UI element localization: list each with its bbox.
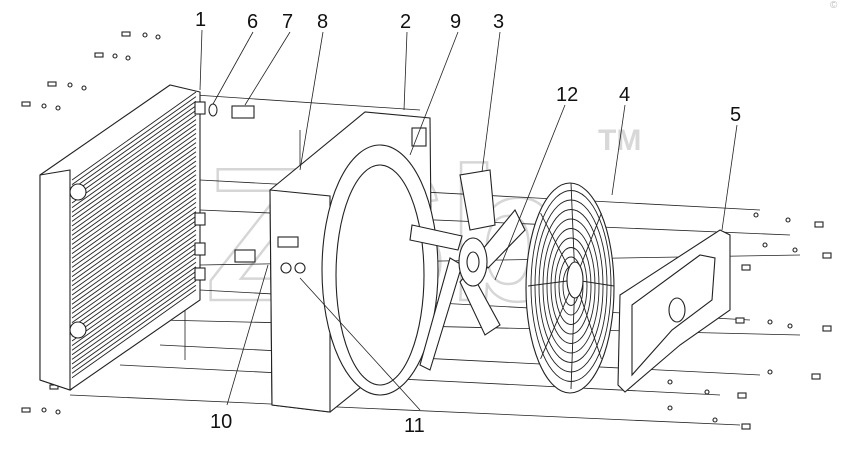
radiator-fin <box>71 271 197 360</box>
radiator-fin <box>71 188 197 277</box>
radiator-fin <box>71 261 197 351</box>
radiator-fin <box>71 114 197 204</box>
radiator-fin <box>71 211 197 300</box>
radiator-fin <box>71 91 197 181</box>
radiator-fin <box>71 197 197 287</box>
callout-7: 7 <box>282 11 293 33</box>
radiator-fin <box>71 252 197 342</box>
radiator-fin <box>71 183 197 273</box>
radiator-fin <box>71 160 197 250</box>
radiator-fin <box>71 174 197 264</box>
radiator-fin <box>71 206 197 296</box>
radiator-fin <box>71 105 197 195</box>
radiator-fin <box>71 229 197 319</box>
screw-set-right <box>667 212 832 430</box>
radiator-fin <box>71 133 197 222</box>
guard-ring <box>554 247 588 325</box>
radiator-fin <box>71 165 197 254</box>
screw <box>21 407 61 415</box>
radiator-fin <box>71 225 197 314</box>
screw <box>121 31 161 40</box>
guard-ring <box>534 199 608 373</box>
radiator-fin <box>71 220 197 310</box>
radiator-fin <box>71 137 197 227</box>
radiator-fin <box>71 128 197 218</box>
corner-mark: © <box>830 0 838 11</box>
callout-3: 3 <box>493 11 504 33</box>
screw <box>21 101 61 111</box>
screw <box>667 405 751 430</box>
guard-ring <box>538 209 604 363</box>
radiator-fin <box>71 192 197 282</box>
guard-ring <box>550 237 592 335</box>
radiator-fin <box>71 96 197 185</box>
radiator-fin <box>71 151 197 241</box>
radiator-fin <box>71 146 197 236</box>
radiator-fin <box>71 119 197 208</box>
radiator-fin <box>71 257 197 346</box>
screw <box>94 52 131 61</box>
radiator-fin <box>71 234 197 323</box>
radiator <box>39 84 206 391</box>
radiator-fin <box>71 100 197 190</box>
fan-shroud <box>269 111 439 413</box>
callout-6: 6 <box>247 11 258 33</box>
screw <box>735 317 745 324</box>
radiator-fin <box>71 142 197 231</box>
radiator-fin <box>71 289 197 379</box>
screw <box>47 81 87 91</box>
callout-labels: 1 6 7 8 2 9 3 12 4 5 10 11 <box>195 9 741 437</box>
callout-5: 5 <box>730 104 741 126</box>
callout-11: 11 <box>404 415 425 437</box>
radiator-fin <box>71 243 197 333</box>
radiator-fin <box>71 284 197 374</box>
radiator-fin <box>71 275 197 365</box>
callout-4: 4 <box>619 84 630 106</box>
screw <box>762 242 832 259</box>
radiator-fin <box>71 238 197 328</box>
fan-guard <box>525 182 615 394</box>
radiator-fin <box>71 156 197 245</box>
radiator-fin <box>71 123 197 213</box>
radiator-fins <box>71 91 197 379</box>
callout-1: 1 <box>195 9 206 31</box>
radiator-fin <box>71 266 197 356</box>
callout-2: 2 <box>400 11 411 33</box>
screw <box>667 379 747 399</box>
callout-12: 12 <box>556 84 578 106</box>
guard-ring <box>542 218 600 354</box>
radiator-fin <box>71 179 197 268</box>
radiator-fin <box>71 215 197 305</box>
radiator-fin <box>71 169 197 259</box>
fittings <box>208 103 256 263</box>
radiator-fin <box>71 110 197 199</box>
callout-8: 8 <box>317 11 328 33</box>
screw <box>767 369 821 380</box>
callout-10: 10 <box>210 411 232 433</box>
screw <box>767 319 832 332</box>
screw <box>741 264 751 271</box>
callout-9: 9 <box>450 11 461 33</box>
mounting-bracket <box>617 229 731 393</box>
radiator-fin <box>71 280 197 369</box>
radiator-fin <box>71 202 197 291</box>
fan <box>409 169 526 371</box>
leader-lines <box>199 29 738 411</box>
radiator-fin <box>71 248 197 337</box>
screw <box>753 212 824 228</box>
guard-ring <box>546 228 596 344</box>
